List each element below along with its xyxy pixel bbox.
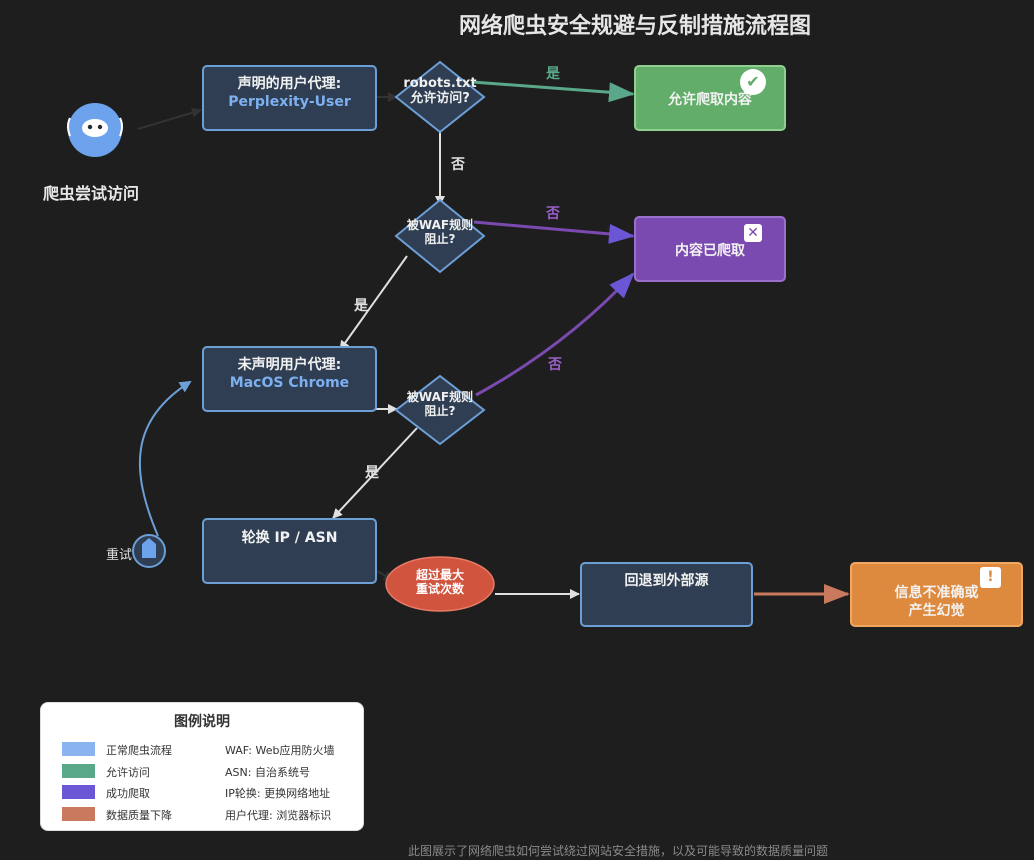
rotate-ip-label: 轮换 IP / ASN: [241, 530, 338, 546]
robots-decision-line1: robots.txt: [403, 76, 477, 91]
warning-icon: !: [980, 567, 1001, 588]
robots-decision-label: robots.txt 允许访问?: [400, 76, 480, 106]
check-icon: ✔: [740, 69, 766, 95]
robots-no-label: 否: [451, 157, 465, 173]
legend-note-asn: ASN: 自治系统号: [225, 766, 310, 779]
legend-swatch-crawled: [62, 785, 95, 799]
page-title: 网络爬虫安全规避与反制措施流程图: [458, 14, 811, 39]
robots-decision-diamond: [394, 60, 486, 134]
waf1-decision-line1: 被WAF规则: [406, 218, 474, 232]
waf1-decision-diamond: [394, 198, 486, 274]
declared-agent-value: Perplexity-User: [228, 94, 351, 110]
legend-swatch-normal: [62, 742, 95, 756]
allow-crawl-label: 允许爬取内容: [668, 92, 752, 108]
edge-waf2-no: [475, 272, 635, 397]
legend-swatch-degraded: [62, 807, 95, 821]
robots-decision-line2: 允许访问?: [410, 91, 470, 106]
content-crawled-node: 内容已爬取: [634, 216, 786, 282]
fallback-node: 回退到外部源: [580, 562, 753, 627]
waf1-decision-label: 被WAF规则 阻止?: [400, 218, 480, 246]
max-retries-label: 超过最大 重试次数: [400, 568, 480, 596]
waf2-decision-label: 被WAF规则 阻止?: [400, 390, 480, 418]
edge-retry: [138, 380, 192, 537]
legend-swatch-allow: [62, 764, 95, 778]
edge-waf2-yes: [332, 427, 418, 519]
retry-label: 重试: [106, 548, 133, 563]
waf1-decision-line2: 阻止?: [424, 232, 456, 246]
legend-panel: 图例说明 正常爬虫流程 允许访问 成功爬取 数据质量下降 WAF: Web应用防…: [40, 702, 364, 831]
inaccurate-line1: 信息不准确或: [894, 585, 979, 601]
warning-icon-glyph: !: [987, 569, 994, 585]
max-retries-line2: 重试次数: [415, 582, 464, 596]
cross-icon-glyph: ✕: [747, 225, 759, 241]
cross-icon: ✕: [744, 224, 762, 242]
fallback-label: 回退到外部源: [624, 573, 709, 589]
waf2-yes-label: 是: [365, 465, 379, 481]
declared-agent-title: 声明的用户代理:: [237, 76, 342, 92]
start-label: 爬虫尝试访问: [43, 184, 140, 203]
waf1-no-label: 否: [546, 206, 560, 222]
legend-label-degraded: 数据质量下降: [106, 809, 172, 822]
undeclared-agent-value: MacOS Chrome: [229, 375, 350, 391]
undeclared-agent-title: 未声明用户代理:: [237, 357, 342, 373]
legend-note-waf: WAF: Web应用防火墙: [225, 744, 335, 757]
legend-label-crawled: 成功爬取: [106, 787, 150, 800]
rotate-ip-node: 轮换 IP / ASN: [202, 518, 377, 584]
max-retries-ellipse: [385, 556, 495, 612]
legend-title: 图例说明: [174, 714, 230, 730]
edge-waf1-yes: [339, 255, 408, 351]
waf2-decision-line2: 阻止?: [424, 404, 456, 418]
waf2-decision-diamond: [394, 374, 486, 446]
edge-start-to-declared: [137, 107, 202, 130]
waf2-decision-line1: 被WAF规则: [406, 390, 474, 404]
legend-label-allow: 允许访问: [106, 766, 150, 779]
inaccurate-line2: 产生幻觉: [908, 603, 965, 619]
check-icon-glyph: ✔: [746, 72, 760, 91]
legend-note-ip: IP轮换: 更换网络地址: [225, 787, 331, 800]
edge-robots-yes: [471, 80, 635, 103]
robot-icon: [67, 103, 123, 157]
edge-waf1-no: [473, 220, 635, 244]
max-retries-line1: 超过最大: [415, 568, 464, 582]
retry-icon: [132, 534, 166, 568]
undeclared-agent-node: 未声明用户代理: MacOS Chrome: [202, 346, 377, 412]
declared-agent-node: 声明的用户代理: Perplexity-User: [202, 65, 377, 131]
legend-note-ua: 用户代理: 浏览器标识: [225, 809, 332, 822]
legend-label-normal: 正常爬虫流程: [106, 744, 172, 757]
content-crawled-label: 内容已爬取: [675, 243, 745, 259]
robots-yes-label: 是: [546, 66, 560, 82]
waf1-yes-label: 是: [354, 298, 368, 314]
waf2-no-label: 否: [548, 357, 562, 373]
footer-caption: 此图展示了网络爬虫如何尝试绕过网站安全措施，以及可能导致的数据质量问题: [408, 844, 829, 858]
